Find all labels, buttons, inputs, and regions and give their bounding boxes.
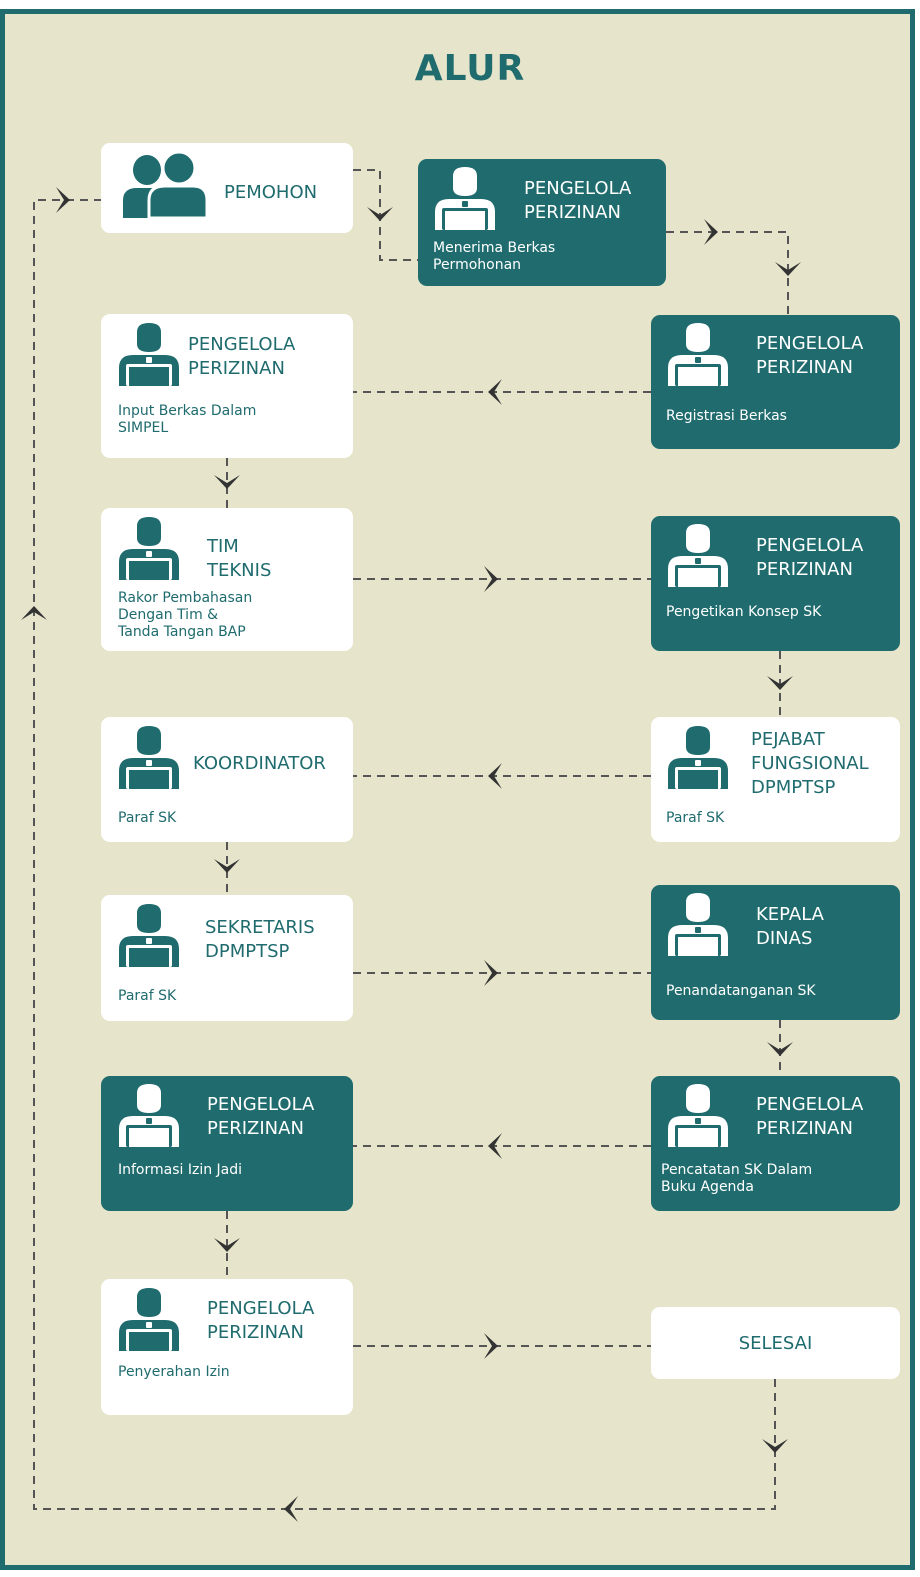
person-at-laptop-icon [119, 323, 179, 386]
step-role-label: PENGELOLA PERIZINAN [207, 1094, 315, 1139]
chevron-arrow-icon [484, 1333, 498, 1359]
step-role-label: SELESAI [738, 1332, 813, 1354]
step-role-label: SEKRETARIS DPMPTSP [205, 917, 315, 962]
step-description: Paraf SK [118, 810, 177, 826]
person-at-laptop-icon [668, 524, 728, 587]
step-role-label: KOORDINATOR [193, 753, 326, 774]
step-box-menerima: PENGELOLA PERIZINAN Menerima Berkas Permo… [418, 159, 666, 286]
person-at-laptop-icon [668, 1084, 728, 1147]
step-description: Menerima Berkas Permohonan [433, 240, 556, 273]
connector-selesai-to-pemohon [33, 199, 776, 1510]
step-box-pencatatan: PENGELOLA PERIZINAN Pencatatan SK Dalam B… [651, 1076, 900, 1211]
step-role-label: PENGELOLA PERIZINAN [207, 1298, 315, 1343]
chevron-arrow-icon [704, 219, 718, 245]
step-description: Rakor Pembahasan Dengan Tim & Tanda Tang… [118, 590, 253, 640]
two-people-icon [123, 150, 207, 220]
chevron-arrow-icon [488, 379, 502, 405]
person-at-laptop-icon [435, 167, 495, 230]
step-box-sekretaris: SEKRETARIS DPMPTSP Paraf SK [101, 895, 353, 1021]
step-description: Registrasi Berkas [666, 408, 787, 424]
connector-menerima-to-registrasi [666, 231, 789, 315]
person-at-laptop-icon [668, 323, 728, 386]
step-description: Paraf SK [118, 988, 177, 1004]
step-role-label: KEPALA DINAS [756, 904, 824, 949]
step-description: Paraf SK [666, 810, 725, 826]
chevron-arrow-icon [214, 859, 240, 873]
step-box-koordinator: KOORDINATOR Paraf SK [101, 717, 353, 842]
step-box-penyerahan: PENGELOLA PERIZINAN Penyerahan Izin [101, 1279, 353, 1415]
chevron-arrow-icon [767, 676, 793, 690]
chevron-arrow-icon [767, 1042, 793, 1056]
chevron-arrow-icon [214, 1238, 240, 1252]
step-role-label: PENGELOLA PERIZINAN [524, 178, 632, 223]
step-box-kepala: KEPALA DINAS Penandatanganan SK [651, 885, 900, 1020]
step-box-registrasi: PENGELOLA PERIZINAN Registrasi Berkas [651, 315, 900, 449]
step-role-label: PENGELOLA PERIZINAN [756, 1094, 864, 1139]
step-role-label: PEJABAT FUNGSIONAL DPMPTSP [751, 729, 869, 798]
step-box-pemohon: PEMOHON [101, 143, 353, 233]
step-role-label: PENGELOLA PERIZINAN [188, 334, 296, 379]
step-box-selesai: SELESAI [651, 1307, 900, 1379]
chevron-arrow-icon [488, 1133, 502, 1159]
chevron-arrow-icon [775, 262, 801, 276]
diagram-title: ALUR [414, 48, 526, 89]
chevron-arrow-icon [488, 763, 502, 789]
step-box-rakor: TIM TEKNIS Rakor Pembahasan Dengan Tim & … [101, 508, 353, 651]
person-at-laptop-icon [668, 726, 728, 789]
step-description: Pencatatan SK Dalam Buku Agenda [661, 1162, 813, 1195]
step-role-label: PEMOHON [224, 182, 318, 203]
person-at-laptop-icon [119, 1288, 179, 1351]
chevron-arrow-icon [21, 606, 47, 620]
step-description: Informasi Izin Jadi [118, 1162, 243, 1178]
chevron-arrow-icon [56, 187, 70, 213]
chevron-arrow-icon [484, 566, 498, 592]
step-box-pengetikan: PENGELOLA PERIZINAN Pengetikan Konsep SK [651, 516, 900, 651]
chevron-arrow-icon [367, 207, 393, 221]
step-box-pejabat: PEJABAT FUNGSIONAL DPMPTSP Paraf SK [651, 717, 900, 842]
step-description: Penandatanganan SK [666, 983, 816, 999]
step-box-informasi: PENGELOLA PERIZINAN Informasi Izin Jadi [101, 1076, 353, 1211]
step-role-label: PENGELOLA PERIZINAN [756, 333, 864, 378]
step-description: Input Berkas Dalam SIMPEL [118, 403, 257, 436]
step-description: Penyerahan Izin [118, 1364, 230, 1380]
chevron-arrow-icon [484, 960, 498, 986]
person-at-laptop-icon [119, 517, 179, 580]
chevron-arrow-icon [284, 1496, 298, 1522]
person-at-laptop-icon [119, 726, 179, 789]
step-role-label: TIM TEKNIS [207, 536, 272, 581]
step-description: Pengetikan Konsep SK [666, 604, 822, 620]
person-at-laptop-icon [119, 1084, 179, 1147]
chevron-arrow-icon [214, 475, 240, 489]
person-at-laptop-icon [668, 893, 728, 956]
step-role-label: PENGELOLA PERIZINAN [756, 535, 864, 580]
chevron-arrow-icon [762, 1439, 788, 1453]
step-box-input: PENGELOLA PERIZINAN Input Berkas Dalam SI… [101, 314, 353, 458]
person-at-laptop-icon [119, 904, 179, 967]
